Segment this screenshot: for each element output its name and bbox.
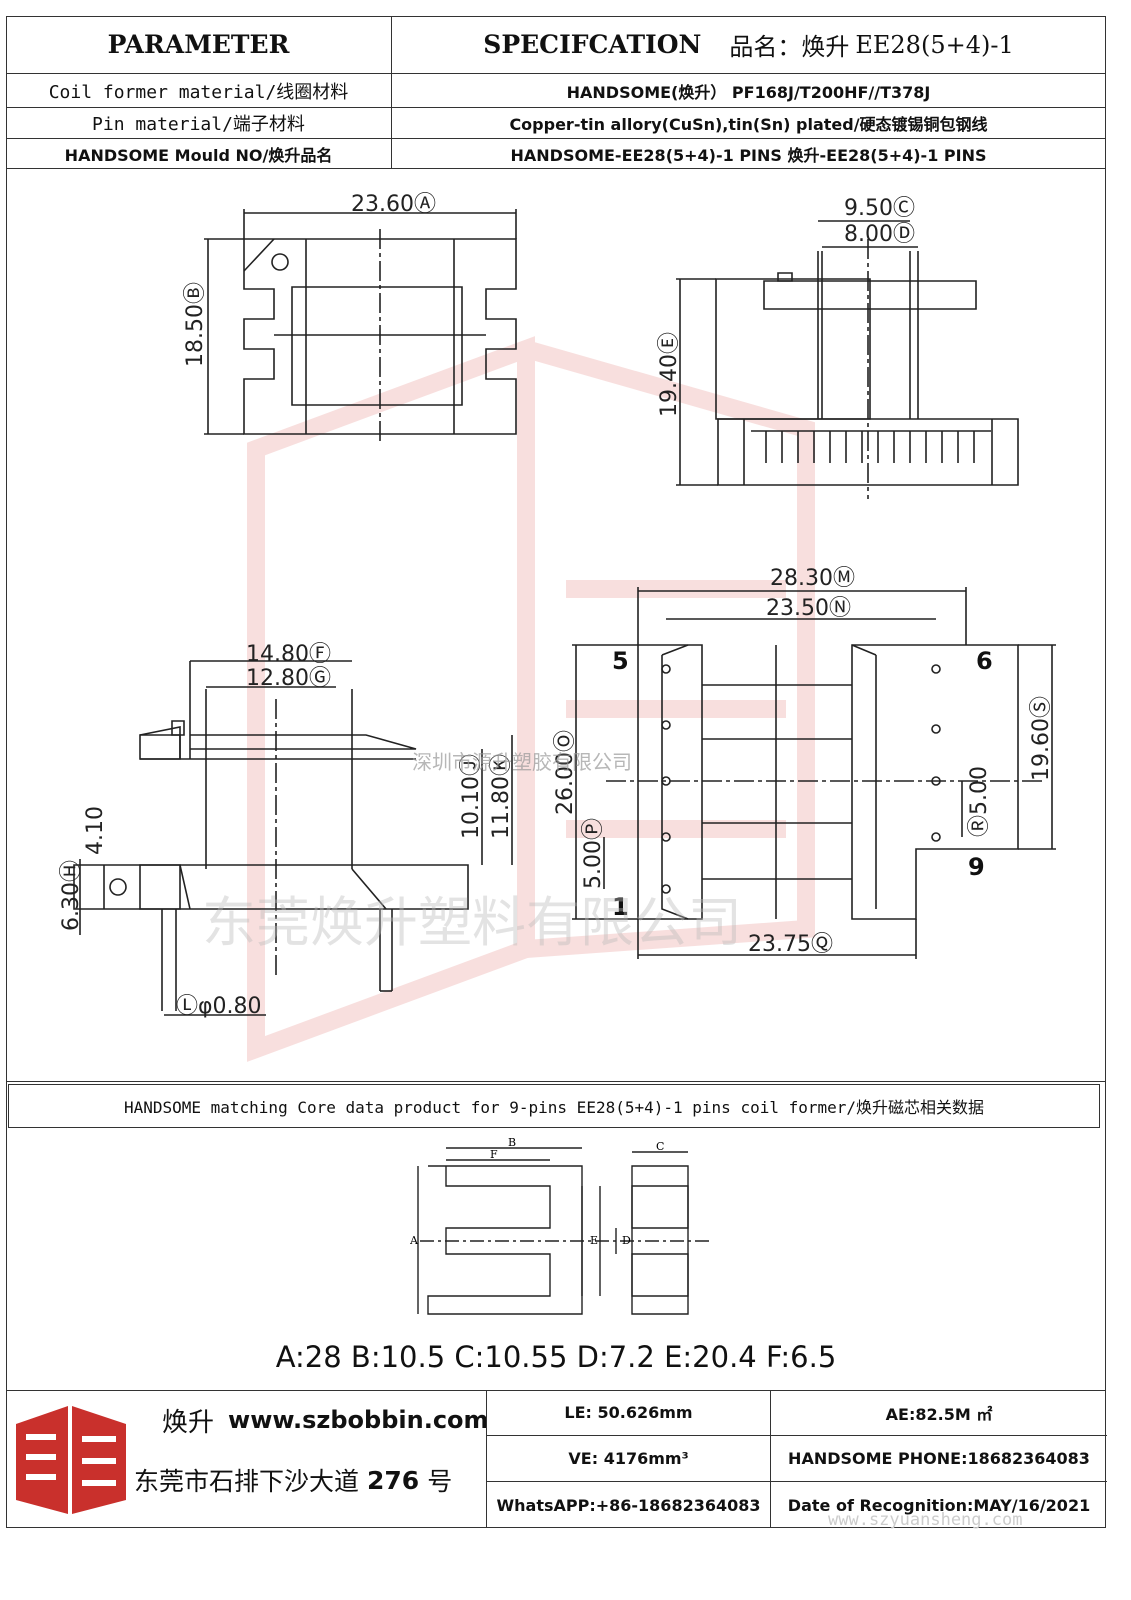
dim-n: 23.50Ⓝ [766, 596, 851, 621]
dim-r: Ⓡ5.00 [967, 766, 992, 837]
bottom-view [572, 587, 1056, 959]
row-label-coil: Coil former material/线圈材料 [6, 74, 392, 108]
core-values: A:28 B:10.5 C:10.55 D:7.2 E:20.4 F:6.5 [275, 1340, 837, 1374]
watermark-text-1: 深圳市源升塑胶有限公司 [412, 750, 632, 774]
dim-h: 6.30Ⓗ [59, 860, 84, 931]
ae-value: AE:82.5M ㎡ [771, 1390, 1107, 1436]
brand-line: 焕升 www.szbobbin.com [162, 1400, 489, 1440]
ve-value: VE: 4176mm³ [487, 1436, 771, 1482]
dim-o: 26.00Ⓞ [553, 730, 578, 815]
company-logo [16, 1406, 126, 1514]
page-frame [6, 16, 1106, 1528]
core-letter-e: E [590, 1234, 598, 1247]
address-line: 东莞市石排下沙大道 276 号 [134, 1460, 452, 1500]
website-link[interactable]: www.szbobbin.com [228, 1406, 489, 1434]
dim-e: 19.40Ⓔ [657, 332, 682, 417]
row-value-coil: HANDSOME(焕升） PF168J/T200HF//T378J [392, 74, 1106, 108]
core-letter-c: C [656, 1140, 664, 1153]
front-view [74, 661, 512, 1015]
pin-label-9: 9 [968, 853, 985, 881]
product-label: 品名：焕升 [729, 33, 850, 61]
dim-b: 18.50Ⓑ [183, 282, 208, 367]
technical-drawing: 23.60Ⓐ 18.50Ⓑ 9.50Ⓒ 8.00Ⓓ 19.40Ⓔ [59, 192, 1106, 1081]
dim-k: 11.80Ⓚ [489, 754, 514, 839]
core-letter-b: B [508, 1136, 516, 1149]
watermark-text-2: 东莞焕升塑料有限公司 [202, 891, 742, 954]
top-view [204, 209, 516, 444]
logo-watermark [256, 349, 806, 1049]
url-watermark: www.szyuansheng.com [828, 1510, 1023, 1530]
core-letter-d: D [622, 1234, 631, 1247]
row-label-mould: HANDSOME Mould NO/焕升品名 [6, 139, 392, 169]
address-a: 东莞市石排下沙大道 [134, 1467, 360, 1496]
specification-header: SPECIFCATION 品名：焕升 EE28(5+4)-1 [392, 16, 1106, 74]
dim-d: 8.00Ⓓ [844, 222, 915, 247]
date-value: Date of Recognition:MAY/16/2021 [787, 1495, 1091, 1515]
core-data-title: HANDSOME matching Core data product for … [8, 1084, 1100, 1128]
pin-label-6: 6 [976, 647, 993, 675]
dim-m: 28.30Ⓜ [770, 566, 855, 591]
footer-divider [6, 1390, 1106, 1391]
phone-value: HANDSOME PHONE:18682364083 [771, 1436, 1107, 1482]
core-letter-a: A [410, 1234, 419, 1247]
dim-h2: 4.10 [83, 806, 108, 855]
specification-label: SPECIFCATION [483, 30, 702, 59]
dim-p: 5.00Ⓟ [581, 818, 606, 889]
parameter-header: PARAMETER [6, 16, 392, 74]
dim-j: 10.10Ⓙ [459, 754, 484, 839]
dim-c: 9.50Ⓒ [844, 196, 915, 221]
pin-label-5: 5 [612, 647, 629, 675]
product-name: EE28(5+4)-1 [855, 30, 1014, 59]
core-drawing: B F A E C D [410, 1136, 720, 1326]
row-value-mould: HANDSOME-EE28(5+4)-1 PINS 焕升-EE28(5+4)-1… [392, 139, 1106, 169]
dim-a: 23.60Ⓐ [351, 192, 436, 217]
le-value: LE: 50.626mm [487, 1390, 771, 1436]
row-label-pin: Pin material/端子材料 [6, 108, 392, 139]
address-num: 276 [367, 1465, 420, 1495]
brand-name: 焕升 [162, 1407, 215, 1438]
dim-g: 12.80Ⓖ [246, 666, 331, 691]
dim-f: 14.80Ⓕ [246, 642, 331, 667]
footer-table: LE: 50.626mm AE:82.5M ㎡ VE: 4176mm³ HAND… [486, 1390, 1107, 1528]
core-letter-f: F [490, 1148, 498, 1161]
whatsapp-value: WhatsAPP:+86-18682364083 [487, 1482, 771, 1528]
pin-label-1: 1 [612, 893, 629, 921]
row-value-pin: Copper-tin allory(CuSn),tin(Sn) plated/硬… [392, 108, 1106, 139]
dim-q: 23.75Ⓠ [748, 932, 833, 957]
address-b: 号 [427, 1467, 453, 1496]
dim-s: 19.60Ⓢ [1029, 696, 1054, 781]
drawing-divider [6, 1081, 1106, 1082]
side-view [676, 221, 1018, 499]
dim-l: Ⓛφ0.80 [176, 994, 262, 1019]
